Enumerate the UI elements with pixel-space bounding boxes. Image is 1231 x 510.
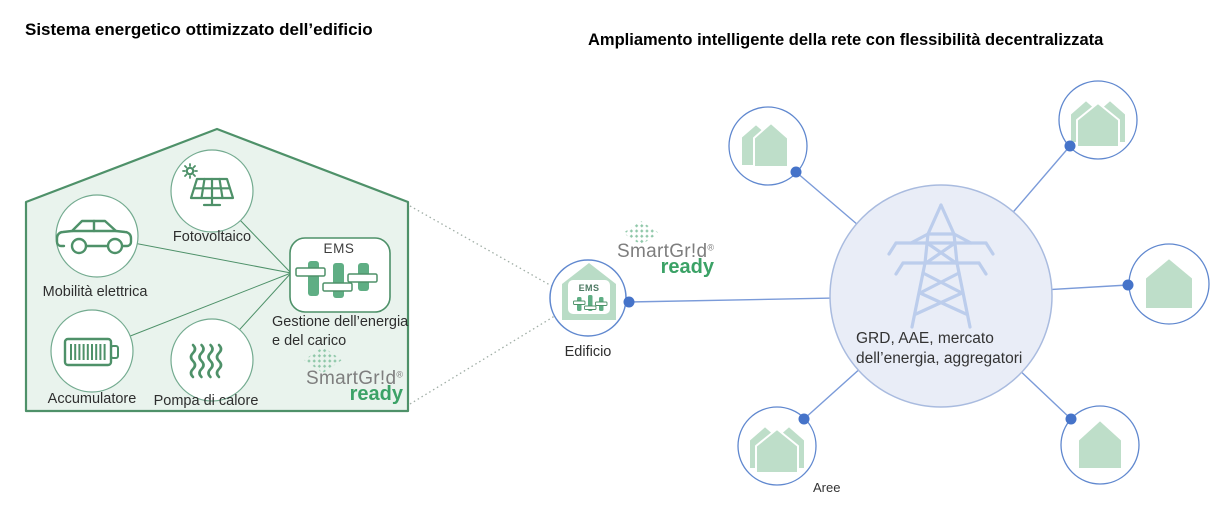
transmission-tower-icon [887,203,995,329]
satellite-houses [740,99,1194,474]
label-pompa-di-calore: Pompa di calore [153,393,259,409]
smartgrid-logo-middle: SmartGr!d® ready [598,242,714,277]
label-edificio: Edificio [564,344,612,360]
registered-mark: ® [707,242,714,253]
hub-label-line1: GRD, AAE, mercato [856,330,994,347]
house-icon [1076,102,1120,148]
label-aree: Aree [813,480,841,495]
house-icon [1077,419,1123,470]
house-icon [755,428,799,474]
label-mobilita-elettrica: Mobilità elettrica [42,284,148,300]
right-title: Ampliamento intelligente della rete con … [588,31,1104,49]
solar-panel-icon [182,163,235,207]
battery-icon [63,337,119,367]
smartgrid-ready: ready [660,256,714,278]
mini-sliders-icon [573,295,608,311]
smartgrid-brand: SmartGr!d [306,368,397,389]
left-title: Sistema energetico ottimizzato dell’edif… [25,20,373,39]
ems-caption-line1: Gestione dell’energia [272,314,409,330]
label-fotovoltaico: Fotovoltaico [172,229,252,245]
hub-label: GRD, AAE, mercato dell’energia, aggregat… [856,329,1022,369]
hub-label-line2: dell’energia, aggregatori [856,350,1023,367]
smartgrid-logo-left: SmartGr!d® ready [286,369,403,404]
label-accumulatore: Accumulatore [47,391,137,407]
heat-pump-icon [189,343,223,379]
ems-box [289,237,391,313]
ems-title: EMS [323,241,355,256]
car-icon [55,219,133,255]
logo-halftone-left [304,347,342,373]
house-icon [1144,257,1194,310]
connection-dots [623,140,1134,425]
sliders-icon [295,261,378,298]
building-node [549,259,627,337]
ems-caption-line2: e del carico [272,333,347,349]
registered-mark: ® [396,369,403,380]
smartgrid-ready: ready [349,383,403,405]
smartgrid-brand: SmartGr!d [617,241,708,262]
hub-circle [829,184,1053,408]
ems-caption: Gestione dell’energia e del carico [272,313,408,351]
building-node-ems-label: EMS [578,283,600,293]
house-icon [753,122,789,168]
logo-halftone-middle [623,221,659,245]
zoom-dotted-lines [409,205,559,405]
